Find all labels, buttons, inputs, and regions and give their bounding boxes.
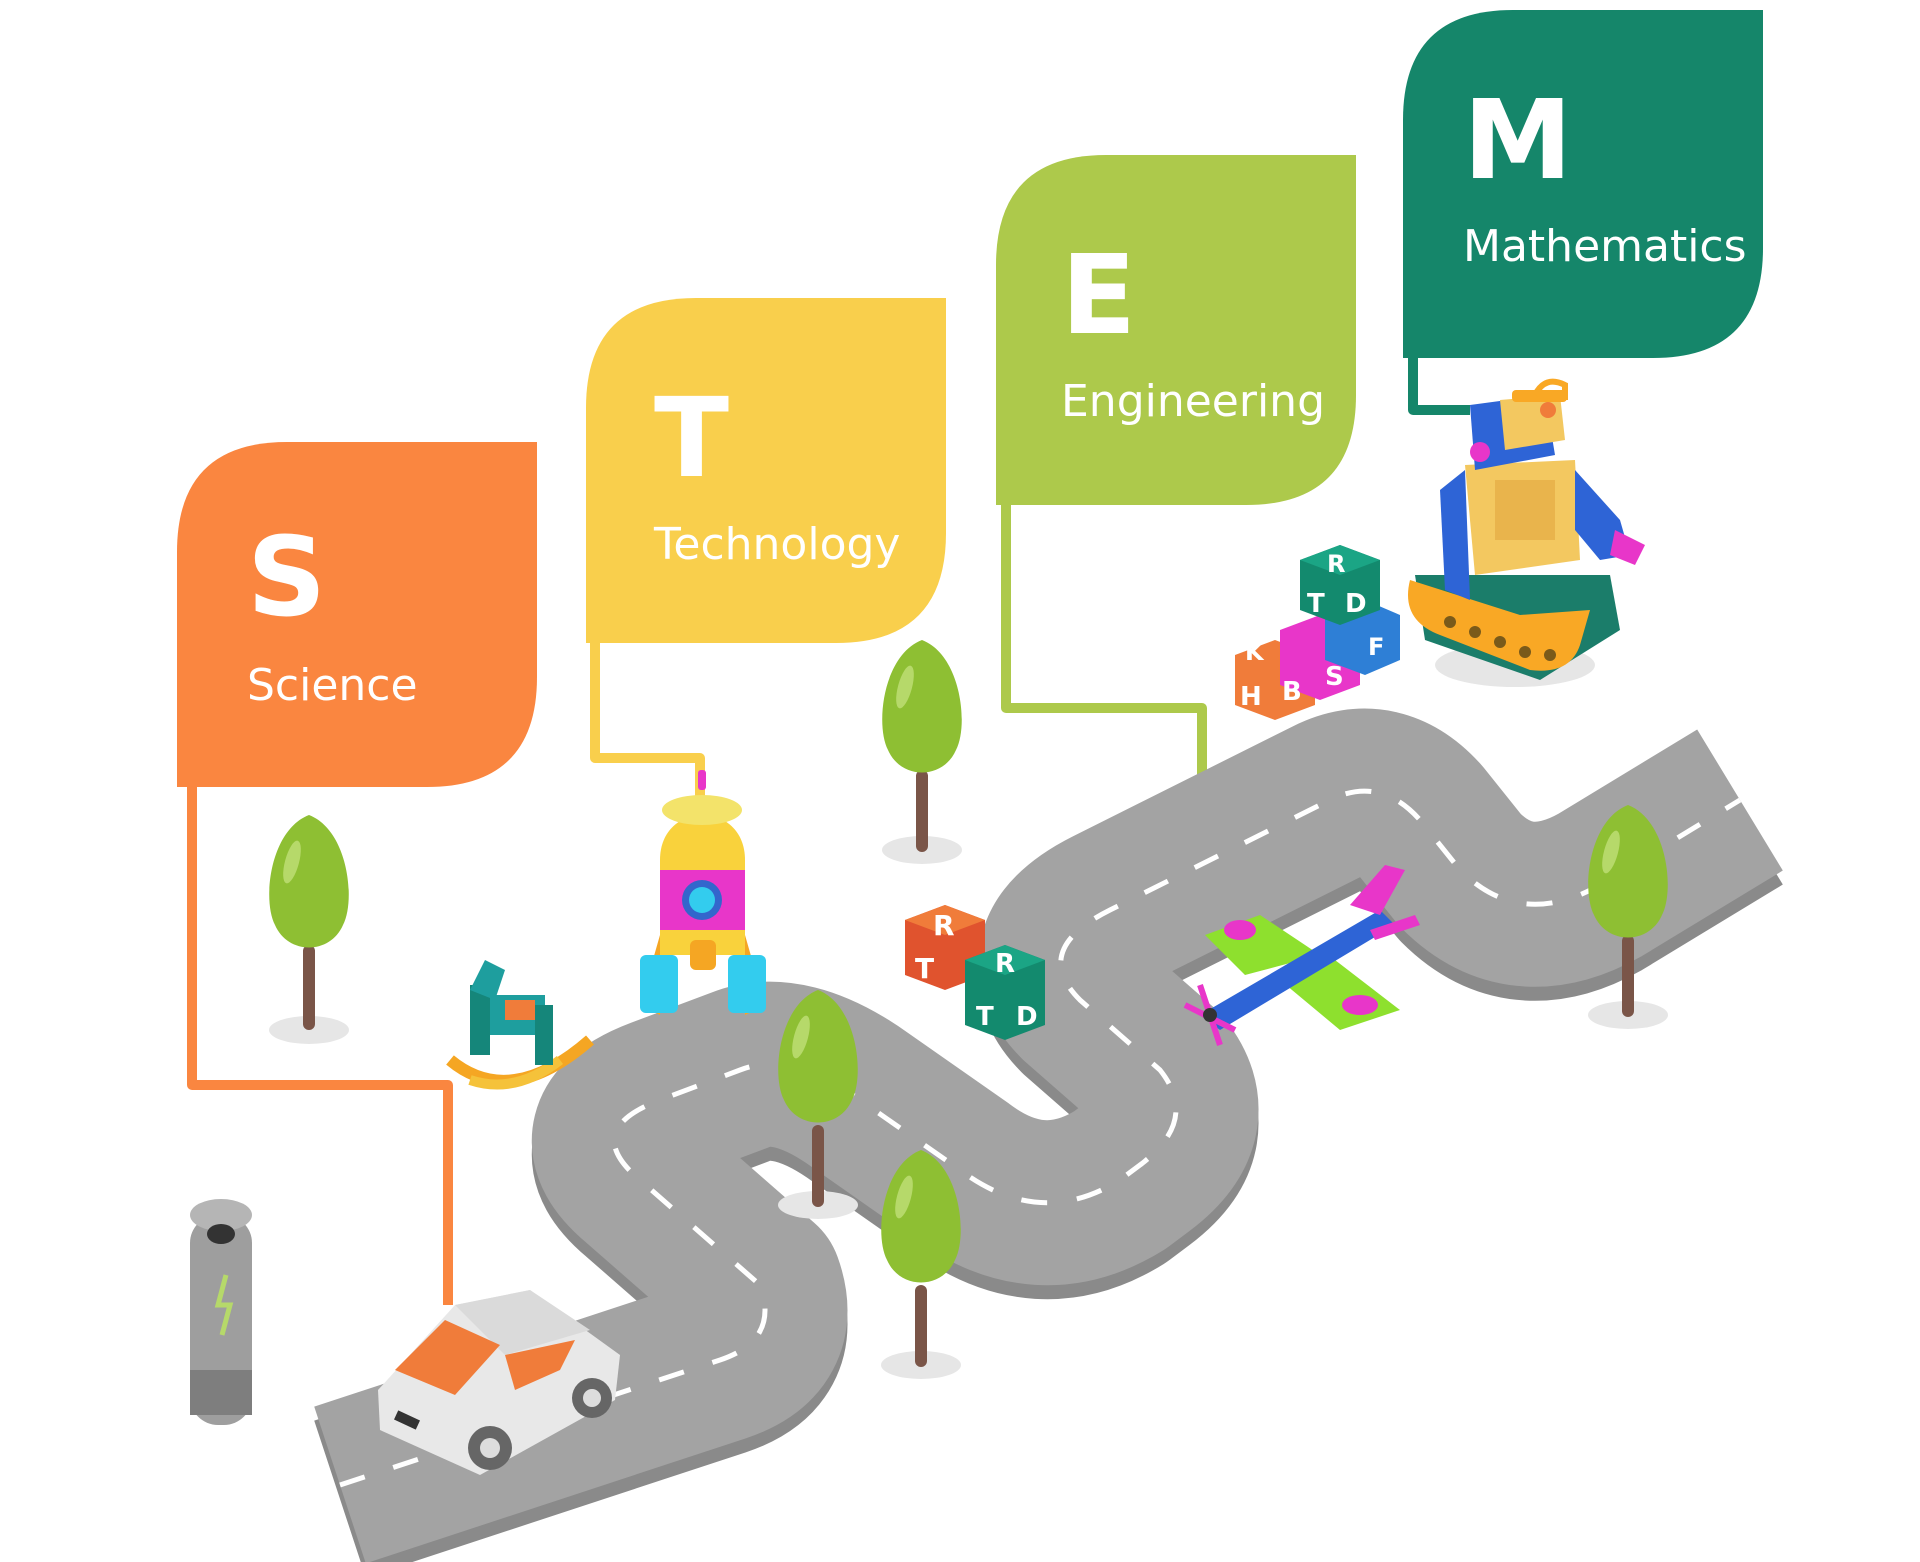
stage-word: Mathematics	[1463, 221, 1747, 272]
tree-icon	[882, 640, 962, 864]
stage-card-mathematics: M Mathematics	[1403, 10, 1763, 358]
stage-letter: E	[1061, 231, 1137, 359]
stage-word: Science	[247, 660, 418, 711]
block-letter: R	[1327, 550, 1345, 578]
block-letter: S	[1325, 662, 1344, 692]
letter-blocks-icon: R T R T D	[905, 905, 1045, 1040]
leaf-shape	[1403, 10, 1763, 358]
stage-card-engineering: E Engineering	[996, 155, 1356, 505]
tree-icon	[1588, 805, 1668, 1029]
winding-road	[314, 708, 1783, 1562]
leaf-shape	[177, 442, 537, 787]
robot-icon	[1408, 378, 1645, 687]
car-icon	[378, 1290, 620, 1475]
block-letter: H	[1240, 682, 1262, 712]
block-letter: T	[1307, 589, 1325, 619]
block-letter: R	[995, 949, 1015, 979]
rocking-horse-icon	[446, 960, 594, 1090]
stage-card-science: S Science	[177, 442, 537, 787]
stage-letter: T	[654, 374, 730, 502]
charging-station-icon	[190, 1199, 252, 1425]
block-letter: T	[915, 952, 934, 985]
leaf-shape	[996, 155, 1356, 505]
block-letter: D	[1345, 589, 1367, 619]
tree-icon	[881, 1150, 961, 1379]
block-letter: T	[976, 1002, 994, 1032]
tree-icon	[778, 990, 858, 1219]
stage-word: Engineering	[1061, 376, 1325, 427]
block-letter: F	[1368, 633, 1384, 661]
rocket-icon	[640, 770, 766, 1015]
leaf-shape	[586, 298, 946, 643]
stage-letter: S	[247, 513, 327, 641]
block-letter: K	[1245, 638, 1265, 666]
stage-word: Technology	[654, 519, 901, 570]
airplane-icon	[1183, 865, 1420, 1046]
letter-blocks-icon: R T D K H B S F	[1235, 545, 1400, 720]
stage-card-technology: T Technology	[586, 298, 946, 643]
stage-letter: M	[1463, 76, 1573, 204]
block-letter: D	[1016, 1002, 1038, 1032]
block-letter: R	[933, 909, 955, 942]
tree-icon	[269, 815, 349, 1044]
block-letter: B	[1282, 677, 1302, 707]
